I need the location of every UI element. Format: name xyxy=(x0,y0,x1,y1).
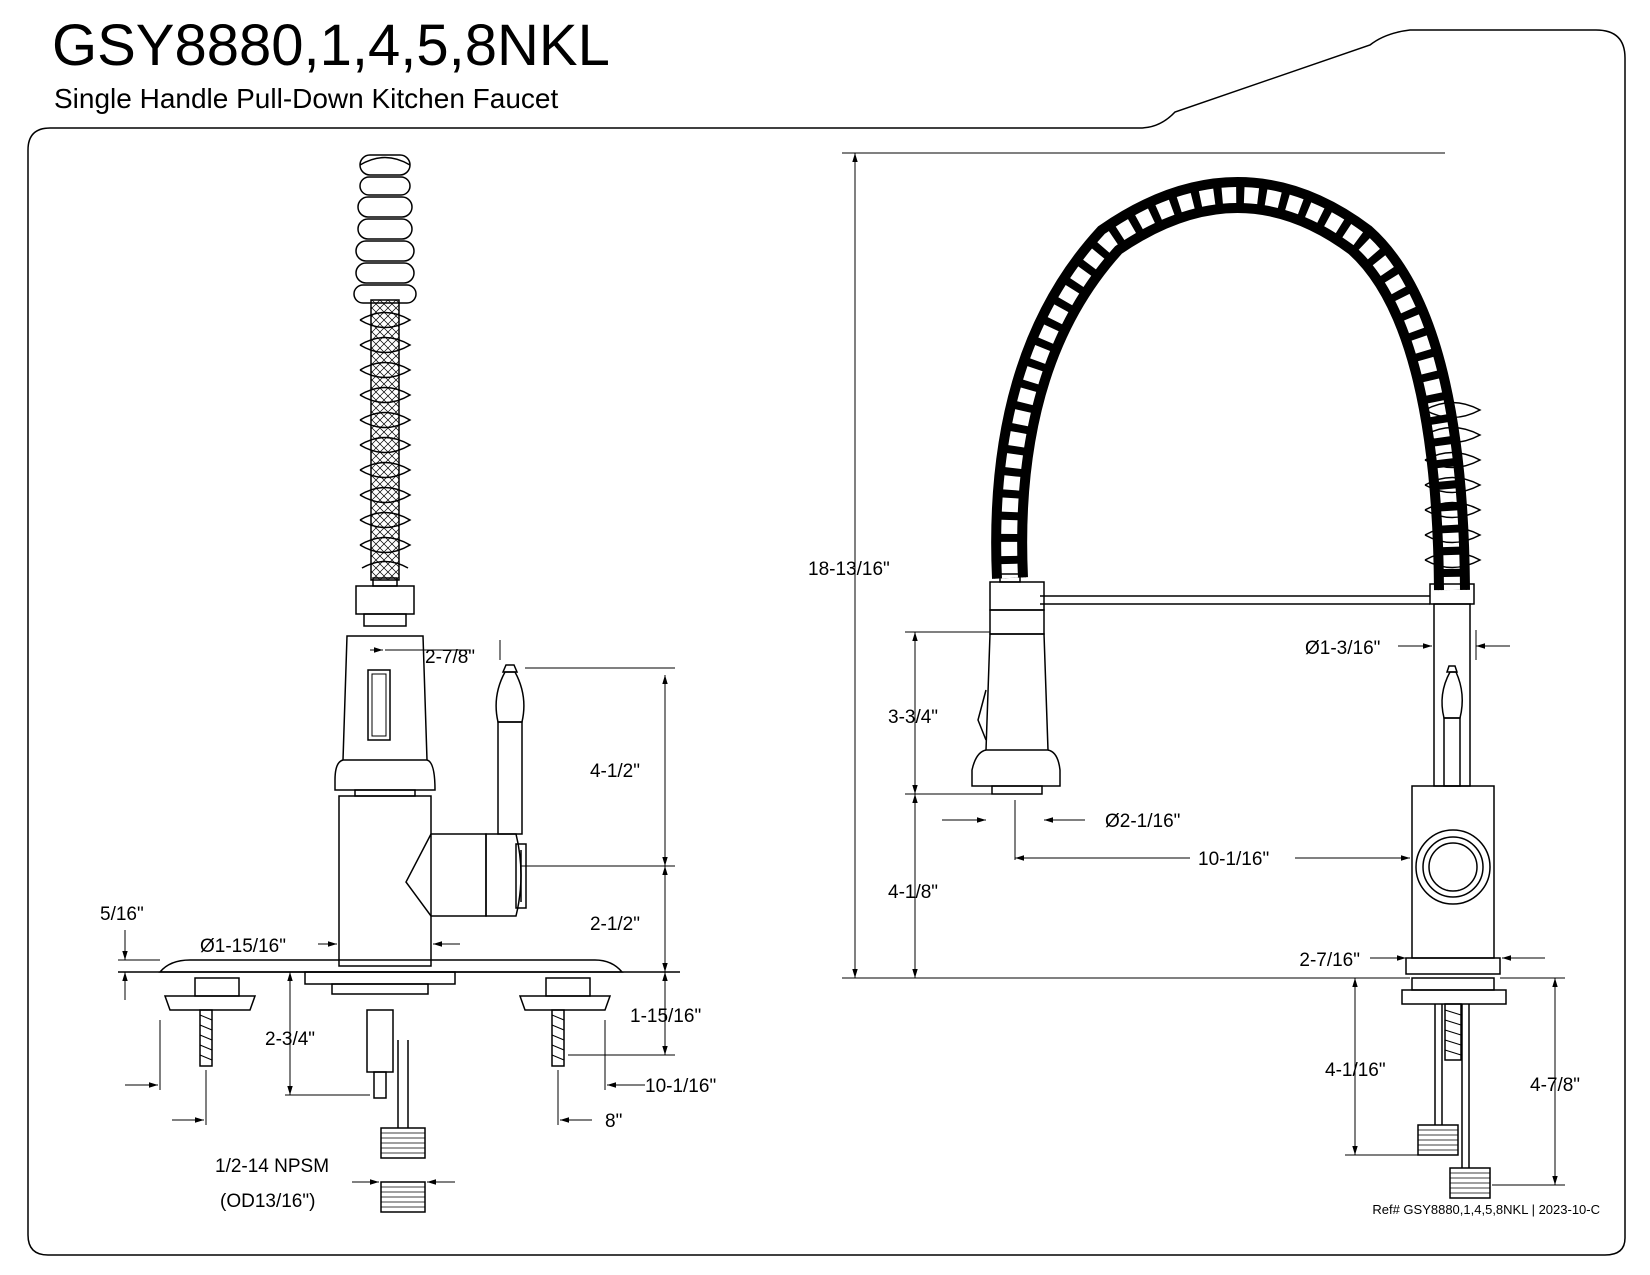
front-spring-coil xyxy=(353,154,417,304)
dim-spout-reach: 10-1/16" xyxy=(1198,849,1269,870)
dim-plate-width: 10-1/16" xyxy=(645,1076,716,1097)
dim-plate-thickness: 5/16" xyxy=(100,904,144,925)
side-spring-coil xyxy=(1424,401,1482,569)
dim-base-diameter: 2-7/16" xyxy=(1299,950,1360,971)
dim-overall-height: 18-13/16" xyxy=(808,559,890,580)
product-subtitle: Single Handle Pull-Down Kitchen Faucet xyxy=(54,83,559,114)
dim-shank-length: 2-3/4" xyxy=(265,1029,315,1050)
side-view xyxy=(971,177,1507,1199)
side-dimensions xyxy=(842,152,1565,1186)
dim-handle-height: 4-1/2" xyxy=(590,761,640,782)
dimension-labels: 2-7/8" 4-1/2" 2-1/2" 5/16" Ø1-15/16" 2-3… xyxy=(100,559,1580,1212)
dim-hole-spacing: 8" xyxy=(605,1111,622,1132)
sheet-frame xyxy=(27,29,1626,1256)
dim-sprayer-height: 3-3/4" xyxy=(888,707,938,728)
front-spring-lower xyxy=(359,311,412,569)
model-title: GSY8880,1,4,5,8NKL xyxy=(52,13,610,78)
dim-side-shank-length: 4-1/16" xyxy=(1325,1060,1386,1081)
dim-supply-length: 4-7/8" xyxy=(1530,1075,1580,1096)
dim-side-shank: 1-15/16" xyxy=(630,1006,701,1027)
dim-column-diameter: Ø1-3/16" xyxy=(1305,638,1380,659)
dim-spout-clearance: 4-1/8" xyxy=(888,882,938,903)
reference-number: Ref# GSY8880,1,4,5,8NKL | 2023-10-C xyxy=(1372,1202,1600,1217)
front-view xyxy=(118,154,680,1213)
connector-thread: 1/2-14 NPSM xyxy=(215,1156,329,1177)
front-dimensions xyxy=(118,640,675,1185)
dim-sprayer-diameter: Ø2-1/16" xyxy=(1105,811,1180,832)
dim-base-to-handle: 2-1/2" xyxy=(590,914,640,935)
dim-spout-offset: 2-7/8" xyxy=(425,647,475,668)
dim-body-diameter: Ø1-15/16" xyxy=(200,936,286,957)
connector-od: (OD13/16") xyxy=(220,1191,315,1212)
